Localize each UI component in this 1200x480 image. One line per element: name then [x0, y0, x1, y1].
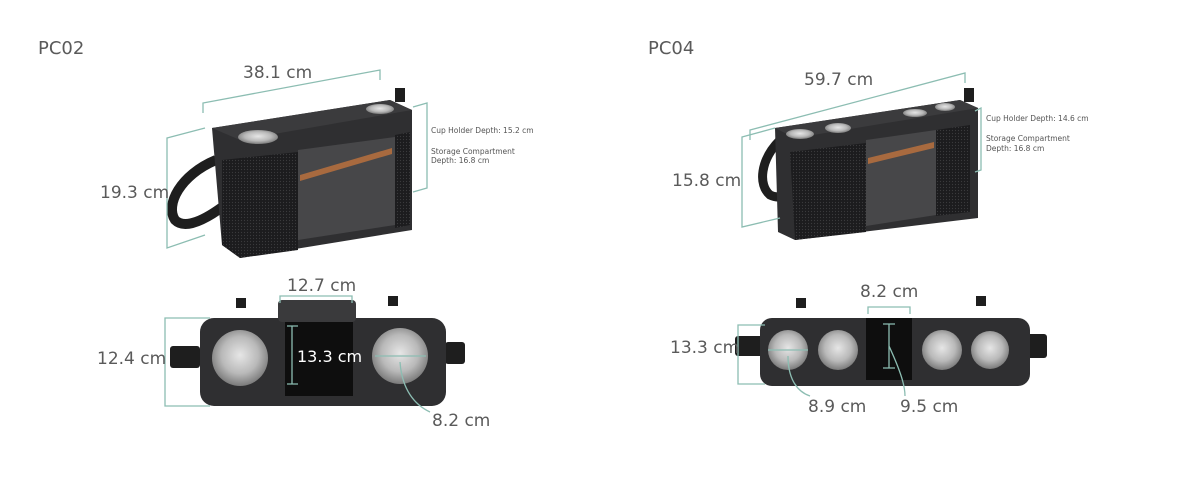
pc04-width-label: 13.3 cm [670, 338, 739, 358]
pc04-depth-line [974, 106, 982, 173]
pc04-storage-depth-line1: Storage Compartment [986, 134, 1070, 143]
pc04-side-view-image [758, 88, 978, 240]
pc02-compartment-length-label: 13.3 cm [297, 347, 362, 366]
pc02-width-line [164, 317, 210, 407]
pc04-compartment-width-line [867, 306, 911, 314]
pc04-cup-diameter-label: 8.9 cm [808, 397, 866, 417]
pc02-cup-holder-depth: Cup Holder Depth: 15.2 cm [431, 126, 534, 135]
pc04-height-line [741, 127, 781, 228]
pc04-storage-depth-line2: Depth: 16.8 cm [986, 144, 1044, 153]
pc02-cup-diameter-label: 8.2 cm [432, 411, 490, 431]
pc04-length-label: 59.7 cm [804, 70, 873, 90]
pc02-depth-line [412, 102, 428, 193]
pc04-compartment-width-label: 8.2 cm [860, 282, 918, 302]
pc02-height-label: 19.3 cm [100, 183, 169, 203]
product-title-pc02: PC02 [38, 38, 84, 59]
pc02-cup-diameter-line [375, 355, 431, 413]
pc04-width-line [737, 324, 765, 385]
pc02-compartment-width-label: 12.7 cm [287, 276, 356, 296]
pc02-height-line [166, 127, 206, 249]
pc04-compartment-length-line [883, 323, 906, 397]
pc02-storage-depth-line1: Storage Compartment [431, 147, 515, 156]
pc02-storage-depth-line2: Depth: 16.8 cm [431, 156, 489, 165]
pc02-compartment-length-line [287, 325, 298, 385]
pc04-compartment-length-label: 9.5 cm [900, 397, 958, 417]
pc02-width-label: 12.4 cm [97, 349, 166, 369]
pc02-length-label: 38.1 cm [243, 63, 312, 83]
pc04-cup-diameter-line [768, 349, 811, 397]
pc02-compartment-width-line [279, 295, 353, 303]
pc02-length-line [202, 69, 381, 113]
pc04-height-label: 15.8 cm [672, 171, 741, 191]
pc04-cup-holder-depth: Cup Holder Depth: 14.6 cm [986, 114, 1089, 123]
product-title-pc04: PC04 [648, 38, 694, 59]
pc02-side-view-image [166, 88, 412, 258]
pc04-top-view-image [735, 296, 1047, 386]
